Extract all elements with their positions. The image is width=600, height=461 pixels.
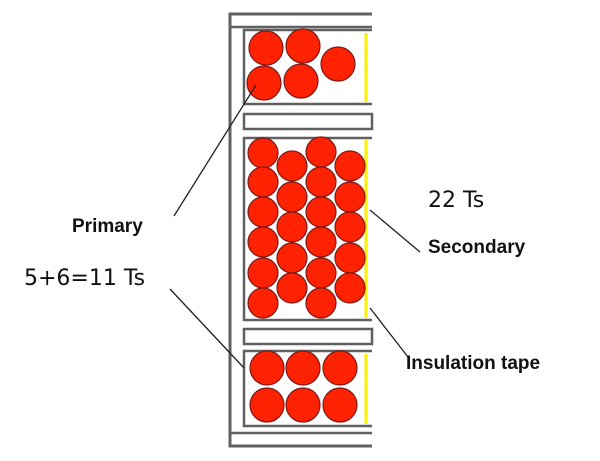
secondary-wire <box>247 196 279 228</box>
primary-turns-label: 5+6=11 Ts <box>24 266 146 291</box>
secondary-wire <box>276 242 308 274</box>
secondary-wire <box>334 181 366 213</box>
secondary-wire <box>247 257 279 289</box>
secondary-wire <box>276 272 308 304</box>
primary-wire <box>249 387 285 423</box>
primary-wire <box>285 28 321 64</box>
secondary-wire <box>247 166 279 198</box>
secondary-wire <box>247 137 279 169</box>
leader-primary-bottom <box>169 288 245 369</box>
secondary-turns-label: 22 Ts <box>428 188 485 213</box>
secondary-wire <box>334 272 366 304</box>
secondary-wire <box>334 242 366 274</box>
secondary-compartment <box>242 136 372 322</box>
primary-wire <box>285 350 321 386</box>
primary-wire <box>283 63 319 99</box>
primary-wire <box>322 387 358 423</box>
secondary-wire <box>305 257 337 289</box>
primary-wire <box>246 65 282 101</box>
secondary-wire <box>247 287 279 319</box>
primary-wire <box>248 30 284 66</box>
insulation-tape-label: Insulation tape <box>406 353 541 374</box>
secondary-wire <box>276 150 308 182</box>
secondary-wire <box>334 211 366 243</box>
secondary-wire <box>305 226 337 258</box>
secondary-wire <box>305 166 337 198</box>
primary-wire <box>249 350 285 386</box>
conductors <box>246 28 366 423</box>
bobbin-frame <box>228 12 372 448</box>
separator-bar-1 <box>242 112 374 131</box>
leader-primary-top <box>173 84 257 217</box>
secondary-wire <box>276 211 308 243</box>
separator-bar-2 <box>242 327 374 346</box>
leader-secondary <box>369 209 421 253</box>
primary-wire <box>322 350 358 386</box>
secondary-wire <box>305 136 337 168</box>
secondary-wire <box>247 226 279 258</box>
primary-wire <box>320 46 356 82</box>
leader-insulation <box>369 307 409 358</box>
secondary-wire <box>305 287 337 319</box>
secondary-label: Secondary <box>428 237 526 258</box>
secondary-wire <box>305 196 337 228</box>
secondary-wire <box>334 150 366 182</box>
primary-wire <box>285 387 321 423</box>
primary-bottom-compartment <box>242 349 372 428</box>
primary-label: Primary <box>72 216 143 237</box>
secondary-wire <box>276 181 308 213</box>
